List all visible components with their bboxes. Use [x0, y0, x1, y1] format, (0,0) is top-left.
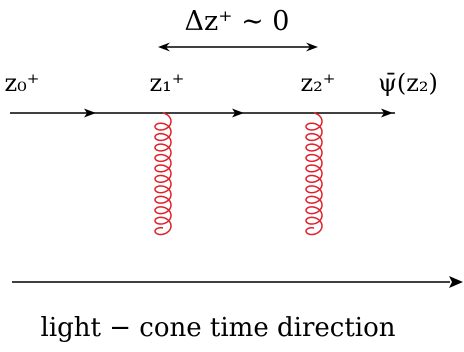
vertex-label-z1: z₁⁺ [150, 69, 185, 97]
separation-double-arrow [158, 42, 318, 52]
arrow-head-3 [381, 108, 393, 118]
field-label: ψ̄(z₂) [378, 69, 438, 97]
arrow-head-2 [232, 108, 244, 118]
time-axis-arrow [12, 276, 463, 288]
time-axis-label: light − cone time direction [41, 313, 396, 343]
vertex-label-z0: z₀⁺ [5, 69, 40, 97]
gluon-line-2 [305, 112, 323, 236]
wilson-line [10, 108, 395, 118]
gluon-line-1 [154, 112, 172, 236]
vertex-label-z2: z₂⁺ [301, 69, 336, 97]
arrow-head-1 [84, 108, 96, 118]
separation-label: Δz⁺ ∼ 0 [185, 6, 290, 37]
